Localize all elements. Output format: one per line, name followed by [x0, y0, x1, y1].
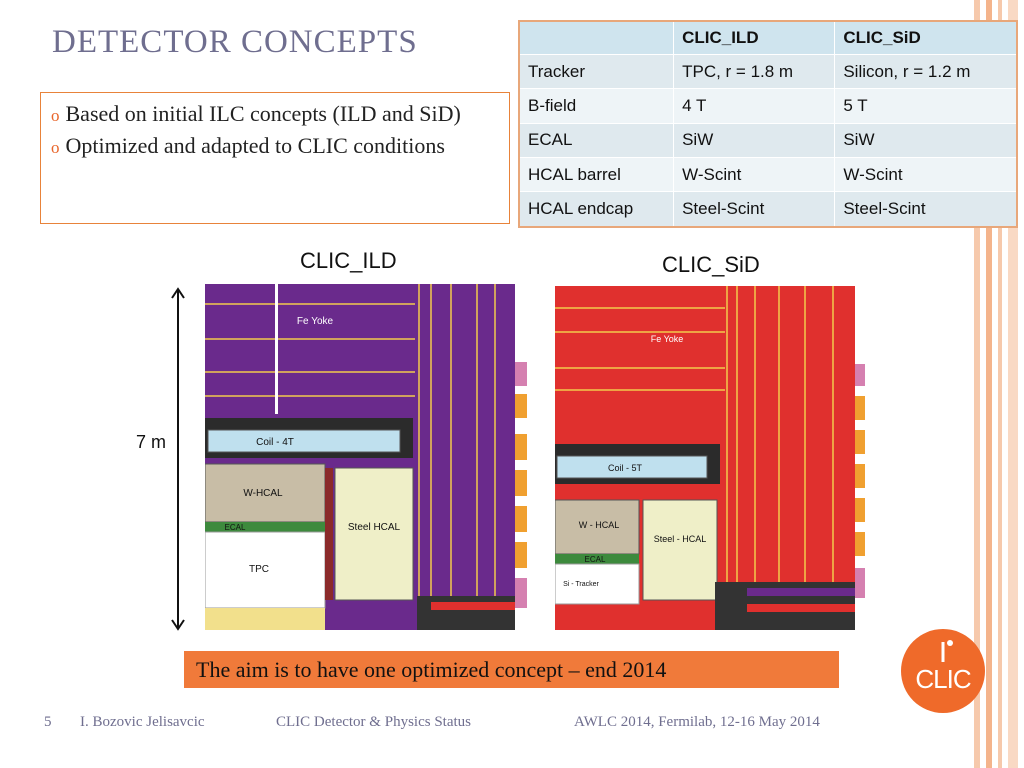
table-cell: W-Scint	[834, 156, 1018, 193]
sid-coil-label: Coil - 5T	[608, 463, 643, 473]
ild-ecal-label: ECAL	[225, 523, 246, 532]
bullet-item: o Based on initial ILC concepts (ILD and …	[51, 99, 503, 131]
table-header-cell: CLIC_ILD	[673, 20, 836, 55]
table-cell: SiW	[673, 122, 836, 158]
sid-ecal-label: ECAL	[585, 555, 606, 564]
ild-yoke-label: Fe Yoke	[297, 316, 334, 327]
table-cell: W-Scint	[673, 156, 836, 193]
footer-title: CLIC Detector & Physics Status	[276, 714, 471, 730]
scale-label: 7 m	[136, 432, 167, 452]
bullet-marker: o	[51, 138, 60, 157]
conclusion-banner: The aim is to have one optimized concept…	[184, 651, 839, 688]
footer: 5 I. Bozovic Jelisavcic CLIC Detector & …	[0, 714, 1000, 738]
footer-event: AWLC 2014, Fermilab, 12-16 May 2014	[574, 714, 820, 730]
table-cell: Silicon, r = 1.2 m	[834, 53, 1018, 90]
bullet-text: Optimized and adapted to CLIC conditions	[65, 133, 445, 158]
bullet-box: o Based on initial ILC concepts (ILD and …	[40, 92, 510, 224]
sid-diagram-title: CLIC_SiD	[662, 252, 760, 277]
table-row: HCAL barrel W-Scint W-Scint	[518, 156, 1018, 193]
table-row: Tracker TPC, r = 1.8 m Silicon, r = 1.2 …	[518, 53, 1018, 90]
ild-diagram-title: CLIC_ILD	[300, 248, 397, 273]
table-cell: Steel-Scint	[834, 191, 1018, 228]
table-cell: B-field	[518, 88, 675, 124]
table-cell: HCAL barrel	[518, 156, 675, 193]
footer-author: I. Bozovic Jelisavcic	[80, 714, 205, 730]
table-row: HCAL endcap Steel-Scint Steel-Scint	[518, 191, 1018, 228]
page-number: 5	[44, 714, 52, 730]
table-cell: 5 T	[834, 88, 1018, 124]
clic-logo-text: CLIC	[915, 664, 970, 694]
table-row: B-field 4 T 5 T	[518, 88, 1018, 124]
table-header-row: CLIC_ILD CLIC_SiD	[518, 20, 1018, 55]
table-header-cell: CLIC_SiD	[834, 20, 1018, 55]
slide-title: DETECTOR CONCEPTS	[52, 24, 418, 60]
sid-tracker-label: Si - Tracker	[563, 581, 599, 588]
sid-yoke-label: Fe Yoke	[651, 334, 684, 344]
ild-coil-label: Coil - 4T	[256, 437, 294, 448]
table-cell: HCAL endcap	[518, 191, 675, 228]
bullet-item: o Optimized and adapted to CLIC condition…	[51, 131, 503, 163]
ild-hcal-label: W-HCAL	[243, 488, 283, 499]
sid-detector-diagram: Fe Yoke Coil - 5T W - HCAL ECAL Si - Tra…	[555, 286, 865, 630]
table-cell: TPC, r = 1.8 m	[673, 53, 836, 90]
clic-logo: CLIC	[901, 629, 985, 713]
table-cell: Tracker	[518, 53, 675, 90]
ild-steel-hcal-label: Steel HCAL	[348, 522, 401, 533]
bullet-marker: o	[51, 106, 60, 125]
ild-tpc-label: TPC	[249, 564, 269, 575]
bullet-text: Based on initial ILC concepts (ILD and S…	[65, 101, 461, 126]
table-row: ECAL SiW SiW	[518, 122, 1018, 158]
table-cell: 4 T	[673, 88, 836, 124]
table-cell: Steel-Scint	[673, 191, 836, 228]
table-header-cell	[518, 20, 675, 55]
sid-hcal-label: W - HCAL	[579, 520, 620, 530]
table-cell: ECAL	[518, 122, 675, 158]
decorative-stripes	[974, 0, 1024, 768]
sid-steel-hcal-label: Steel - HCAL	[654, 534, 707, 544]
comparison-table: CLIC_ILD CLIC_SiD Tracker TPC, r = 1.8 m…	[518, 20, 1018, 228]
table-cell: SiW	[834, 122, 1018, 158]
scale-arrow	[171, 287, 185, 631]
ild-detector-diagram: Fe Yoke Coil - 4T W-HCAL ECAL TPC Steel …	[205, 284, 527, 630]
